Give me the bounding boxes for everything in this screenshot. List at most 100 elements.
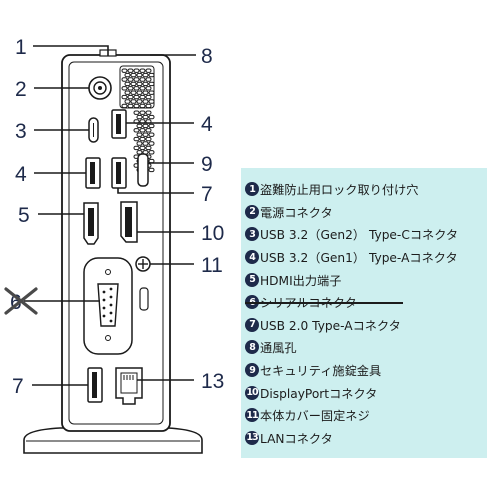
vent-hole <box>142 72 149 78</box>
callout-7-right: 7 <box>201 183 213 206</box>
usb-a-gen1-port-upper <box>111 109 127 139</box>
legend-text: 盗難防止用ロック取り付け穴 <box>260 183 419 198</box>
vent-hole <box>139 94 146 100</box>
vent-hole <box>133 68 140 73</box>
leader-lines-right <box>117 54 196 381</box>
legend-text: USB 3.2（Gen1） Type-Aコネクタ <box>260 251 458 266</box>
vent-hole <box>142 99 149 104</box>
callout-10: 10 <box>201 222 224 245</box>
vent-hole <box>145 77 152 82</box>
legend-text: USB 3.2（Gen2） Type-Cコネクタ <box>260 228 459 243</box>
legend-text: HDMI出力端子 <box>260 273 342 288</box>
vent-hole <box>139 103 146 109</box>
side-slot <box>139 287 149 311</box>
callout-5: 5 <box>18 204 30 227</box>
legend-marker: 9 <box>245 363 259 378</box>
power-connector <box>88 76 112 100</box>
vent-hole <box>121 68 128 73</box>
leader-lines-left <box>24 45 109 386</box>
vent-hole <box>139 145 146 151</box>
vent-hole <box>133 103 140 109</box>
callout-7-left: 7 <box>12 375 24 398</box>
usb-2-port-lower <box>87 367 103 403</box>
vent-hole <box>139 86 146 91</box>
callout-11: 11 <box>201 254 223 277</box>
serial-connector <box>97 269 119 341</box>
vent-hole <box>124 81 131 87</box>
vent-hole <box>130 99 137 104</box>
vent-hole <box>136 114 143 120</box>
legend-marker: 13 <box>245 430 259 445</box>
legend-text: 本体カバー固定ネジ <box>260 409 370 424</box>
vent-hole <box>145 145 152 151</box>
vent-hole <box>127 94 134 100</box>
vent-hole <box>133 86 140 91</box>
vent-hole <box>139 110 146 115</box>
security-lock-bracket <box>137 153 149 187</box>
legend-text: セキュリティ施錠金具 <box>260 364 382 379</box>
vent-hole <box>124 99 131 104</box>
vent-hole <box>127 68 134 73</box>
legend-marker: 10 <box>245 385 259 400</box>
vent-hole <box>148 123 155 129</box>
legend-marker: 8 <box>245 340 259 355</box>
usb-2-port-upper <box>111 157 127 189</box>
legend-marker: 6 <box>245 295 259 310</box>
vent-hole <box>136 141 143 146</box>
vent-hole <box>148 99 155 104</box>
vent-hole <box>145 68 152 73</box>
callout-4-left: 4 <box>15 163 27 186</box>
vent-hole <box>142 81 149 87</box>
vent-hole <box>121 77 128 82</box>
callout-1: 1 <box>15 36 27 59</box>
vent-hole <box>133 110 140 115</box>
vent-hole <box>136 99 143 104</box>
vent-hole <box>145 128 152 133</box>
vent-hole <box>148 72 155 78</box>
vent-hole <box>136 90 143 95</box>
vent-hole <box>121 86 128 91</box>
vent-hole <box>124 90 131 95</box>
legend-text: シリアルコネクタ <box>260 296 357 311</box>
vent-hole <box>136 132 143 137</box>
vent-hole <box>130 81 137 87</box>
vent-hole <box>148 132 155 137</box>
vent-hole <box>139 128 146 133</box>
vent-hole <box>139 77 146 82</box>
vent-hole <box>145 136 152 142</box>
vent-hole <box>121 103 128 109</box>
vent-hole <box>127 86 134 91</box>
vent-hole <box>145 94 152 100</box>
callout-6: 6 <box>10 291 22 314</box>
vent-hole <box>142 90 149 95</box>
vent-hole <box>139 68 146 73</box>
vent-hole <box>145 86 152 91</box>
legend-text: DisplayPortコネクタ <box>260 386 378 401</box>
vent-hole <box>130 90 137 95</box>
vent-hole <box>142 123 149 129</box>
vent-hole <box>145 110 152 115</box>
vent-hole <box>127 77 134 82</box>
vent-hole <box>136 72 143 78</box>
vent-hole <box>148 81 155 87</box>
chassis-inner <box>68 61 164 425</box>
vent-hole <box>145 103 152 109</box>
vent-hole <box>148 167 155 173</box>
vent-hole <box>121 94 128 100</box>
legend-marker: 4 <box>245 250 259 265</box>
legend-marker: 2 <box>245 204 259 219</box>
vent-hole <box>133 94 140 100</box>
vent-hole <box>139 136 146 142</box>
legend-marker: 5 <box>245 272 259 287</box>
